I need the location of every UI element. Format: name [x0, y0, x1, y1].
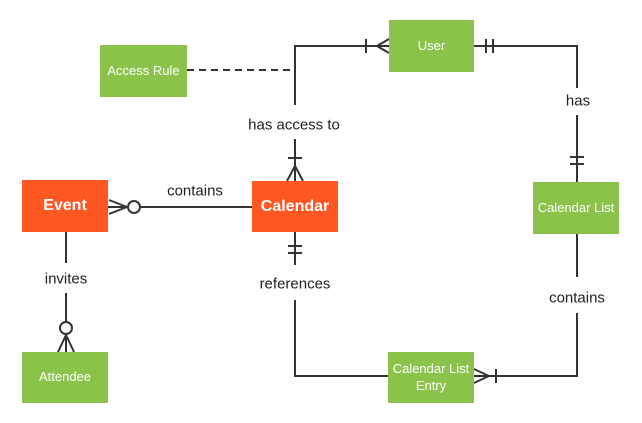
edge-has [474, 39, 584, 182]
edge-label-has-access-to: has access to [245, 116, 343, 134]
edge-line [474, 45, 578, 182]
entity-label-line: Entry [415, 377, 447, 393]
cardinality-exactly-one-icon [288, 245, 302, 254]
cardinality-many-icon [57, 334, 75, 353]
entity-event[interactable]: Event [22, 180, 108, 232]
edge-label-contains-events: contains [164, 182, 226, 200]
cardinality-many-icon [108, 199, 128, 215]
entity-user[interactable]: User [389, 20, 474, 72]
cardinality-one-or-many-icon [365, 38, 390, 54]
edge-label-references: references [256, 275, 334, 293]
edge-references [288, 232, 388, 377]
edge-contains-entries [473, 234, 578, 384]
edge-line [294, 232, 388, 377]
entity-attendee[interactable]: Attendee [22, 352, 108, 403]
cardinality-zero-icon [127, 200, 141, 214]
entity-calendar-list-entry[interactable]: Calendar List Entry [388, 352, 474, 403]
edge-contains-events [108, 199, 252, 215]
edge-line [489, 234, 578, 377]
edge-label-invites: invites [41, 270, 91, 288]
edge-line [294, 45, 377, 166]
entity-access-rule[interactable]: Access Rule [100, 45, 187, 97]
cardinality-exactly-one-icon [570, 156, 584, 165]
cardinality-one-or-many-icon [473, 368, 497, 384]
cardinality-exactly-one-icon [485, 39, 494, 53]
edge-label-contains-entries: contains [546, 289, 608, 307]
cardinality-one-or-many-icon [286, 157, 304, 182]
edge-invites [57, 232, 75, 353]
entity-label: Calendar List Entry [393, 361, 470, 394]
edge-label-has: has [562, 92, 594, 110]
entity-label-line: Calendar List [392, 361, 470, 377]
edge-has-access-to [286, 38, 390, 182]
entity-calendar[interactable]: Calendar [252, 181, 338, 232]
entity-calendar-list[interactable]: Calendar List [533, 182, 619, 234]
cardinality-zero-icon [59, 321, 73, 335]
